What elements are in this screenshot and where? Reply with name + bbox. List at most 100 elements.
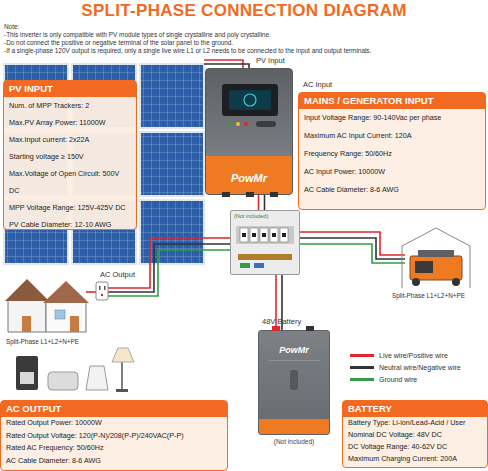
- spec-line: Rated Output Power: 10000W: [1, 417, 227, 430]
- note-text: Note:: [4, 23, 19, 31]
- wire-line: [258, 195, 260, 210]
- legend-text: Live wire/Positive wire: [379, 352, 448, 359]
- spec-line: Starting voltage ≥ 150V: [4, 148, 136, 165]
- pv-wires: [204, 60, 249, 68]
- note-text: -Do not connect the positive or negative…: [4, 39, 233, 47]
- spec-line: Max.Voltage of Open Circuit: 500V DC: [4, 165, 136, 199]
- ac-input-wire: [300, 232, 405, 255]
- legend-swatch: [350, 366, 374, 369]
- legend-swatch: [350, 354, 374, 357]
- spec-box: BATTERYBattery Type: Li-ion/Lead-Acid / …: [342, 400, 488, 468]
- port-label: AC Output: [100, 270, 135, 279]
- device-label: PowMr: [206, 172, 292, 184]
- spec-box: MAINS / GENERATOR INPUTInput Voltage Ran…: [298, 92, 486, 210]
- solar-panel: [140, 200, 204, 264]
- house-door: [70, 316, 79, 332]
- spec-line: Max.PV Array Power: 11000W: [4, 114, 136, 131]
- port-label: PV Input: [256, 56, 285, 65]
- device-label: (Not included): [245, 438, 343, 445]
- spec-line: PV Cable Diameter: 12-10 AWG: [4, 216, 136, 233]
- spec-line: Maximum Charging Current: 200A: [343, 453, 487, 465]
- outlet-symbol: [96, 282, 108, 300]
- box-heading: AC OUTPUT: [1, 401, 227, 417]
- spec-line: Battery Type: Li-ion/Lead-Acid / User: [343, 417, 487, 429]
- spec-line: Frequency Range: 50/60Hz: [299, 145, 485, 163]
- spec-box: AC OUTPUTRated Output Power: 10000WRated…: [0, 400, 228, 471]
- ac-input-wire: [300, 244, 405, 263]
- phase-label: Split-Phase L1+L2+N+PE: [392, 292, 465, 299]
- ac-input-wires: [300, 232, 405, 263]
- note-text: -This inverter is only compatible with P…: [4, 31, 271, 39]
- outlet-ground: [101, 294, 103, 296]
- note-text: -If a single-phase 120V output is requir…: [4, 47, 371, 55]
- outlet-slot: [104, 286, 106, 290]
- legend-row: Live wire/Positive wire: [350, 352, 448, 359]
- battery-unit: PowMr(Not included): [258, 330, 330, 435]
- house-roof: [5, 279, 49, 301]
- ac-input-wire: [300, 238, 405, 259]
- generator-illustration: [402, 228, 470, 288]
- generator-body: [410, 256, 462, 280]
- generator-shelter: [402, 228, 470, 288]
- spec-line: AC Cable Diameter: 8-6 AWG: [299, 181, 485, 199]
- solar-panel: [140, 64, 204, 128]
- pv-wire: [204, 60, 243, 68]
- lamp-base: [116, 389, 128, 392]
- generator-tank: [418, 250, 454, 257]
- phase-label: Split-Phase L1+L2+N+PE: [6, 338, 79, 345]
- spec-line: MPP Voltage Range: 125V-425V DC: [4, 199, 136, 216]
- solar-panel: [140, 132, 204, 196]
- device-label: (Not included): [234, 213, 268, 219]
- solar-panels: [4, 64, 204, 264]
- spec-line: Rated Output Voltage: 120(P-N)/208(P-P)/…: [1, 430, 227, 443]
- spec-line: Max.Input current: 2x22A: [4, 131, 136, 148]
- coffee-maker: [16, 356, 38, 390]
- diagram-title: SPLIT-PHASE CONNECTION DIAGRAM: [0, 1, 488, 21]
- house-window: [55, 310, 65, 319]
- house-shape: [8, 282, 46, 332]
- legend-row: Ground wire: [350, 376, 417, 383]
- generator-wheel: [452, 278, 460, 286]
- spec-line: DC Voltage Range: 40-62V DC: [343, 441, 487, 453]
- generator-engine: [415, 261, 433, 273]
- outlet-plate: [96, 282, 108, 300]
- house-roof: [43, 281, 89, 303]
- legend-text: Neutral wire/Negative wire: [379, 364, 461, 371]
- ac-output-wires: [86, 238, 230, 296]
- device-label: PowMr: [259, 345, 329, 355]
- legend-row: Neutral wire/Negative wire: [350, 364, 461, 371]
- ac-output-wire: [108, 244, 230, 292]
- lamp-shade: [112, 348, 134, 362]
- legend-text: Ground wire: [379, 376, 417, 383]
- coffee-pot: [20, 372, 34, 384]
- breaker-box: (Not included): [230, 210, 300, 275]
- spec-line: Maximum AC Input Current: 120A: [299, 127, 485, 145]
- box-heading: MAINS / GENERATOR INPUT: [299, 93, 485, 109]
- inverter-unit: PowMr: [205, 68, 293, 195]
- spec-box: PV INPUTNum. of MPP Trackers: 2Max.PV Ar…: [3, 80, 137, 230]
- spec-line: Input Voltage Range: 90-140Vac per phase: [299, 109, 485, 127]
- box-heading: PV INPUT: [4, 81, 136, 97]
- spec-line: Nominal DC Voltage: 48V DC: [343, 429, 487, 441]
- house-door: [22, 316, 31, 332]
- spec-line: Num. of MPP Trackers: 2: [4, 97, 136, 114]
- kettle: [86, 366, 108, 390]
- legend-swatch: [350, 378, 374, 381]
- port-label: AC Input: [303, 80, 332, 89]
- wire-line: [264, 195, 266, 210]
- outlet-slot: [99, 286, 101, 290]
- spec-line: Rated AC Frequency: 50/60Hz: [1, 442, 227, 455]
- appliances: [16, 348, 134, 392]
- ac-output-wire: [86, 291, 96, 293]
- houses: [5, 279, 89, 332]
- house-shape: [46, 284, 86, 332]
- lamp-stand: [121, 360, 123, 390]
- box-heading: BATTERY: [343, 401, 487, 417]
- ac-output-wire: [108, 238, 230, 288]
- port-label: 48V Battery: [262, 317, 301, 326]
- spec-line: AC Input Power: 10000W: [299, 163, 485, 181]
- spec-line: AC Cable Diameter: 8-6 AWG: [1, 455, 227, 468]
- generator-wheel: [412, 278, 420, 286]
- toaster: [48, 372, 78, 390]
